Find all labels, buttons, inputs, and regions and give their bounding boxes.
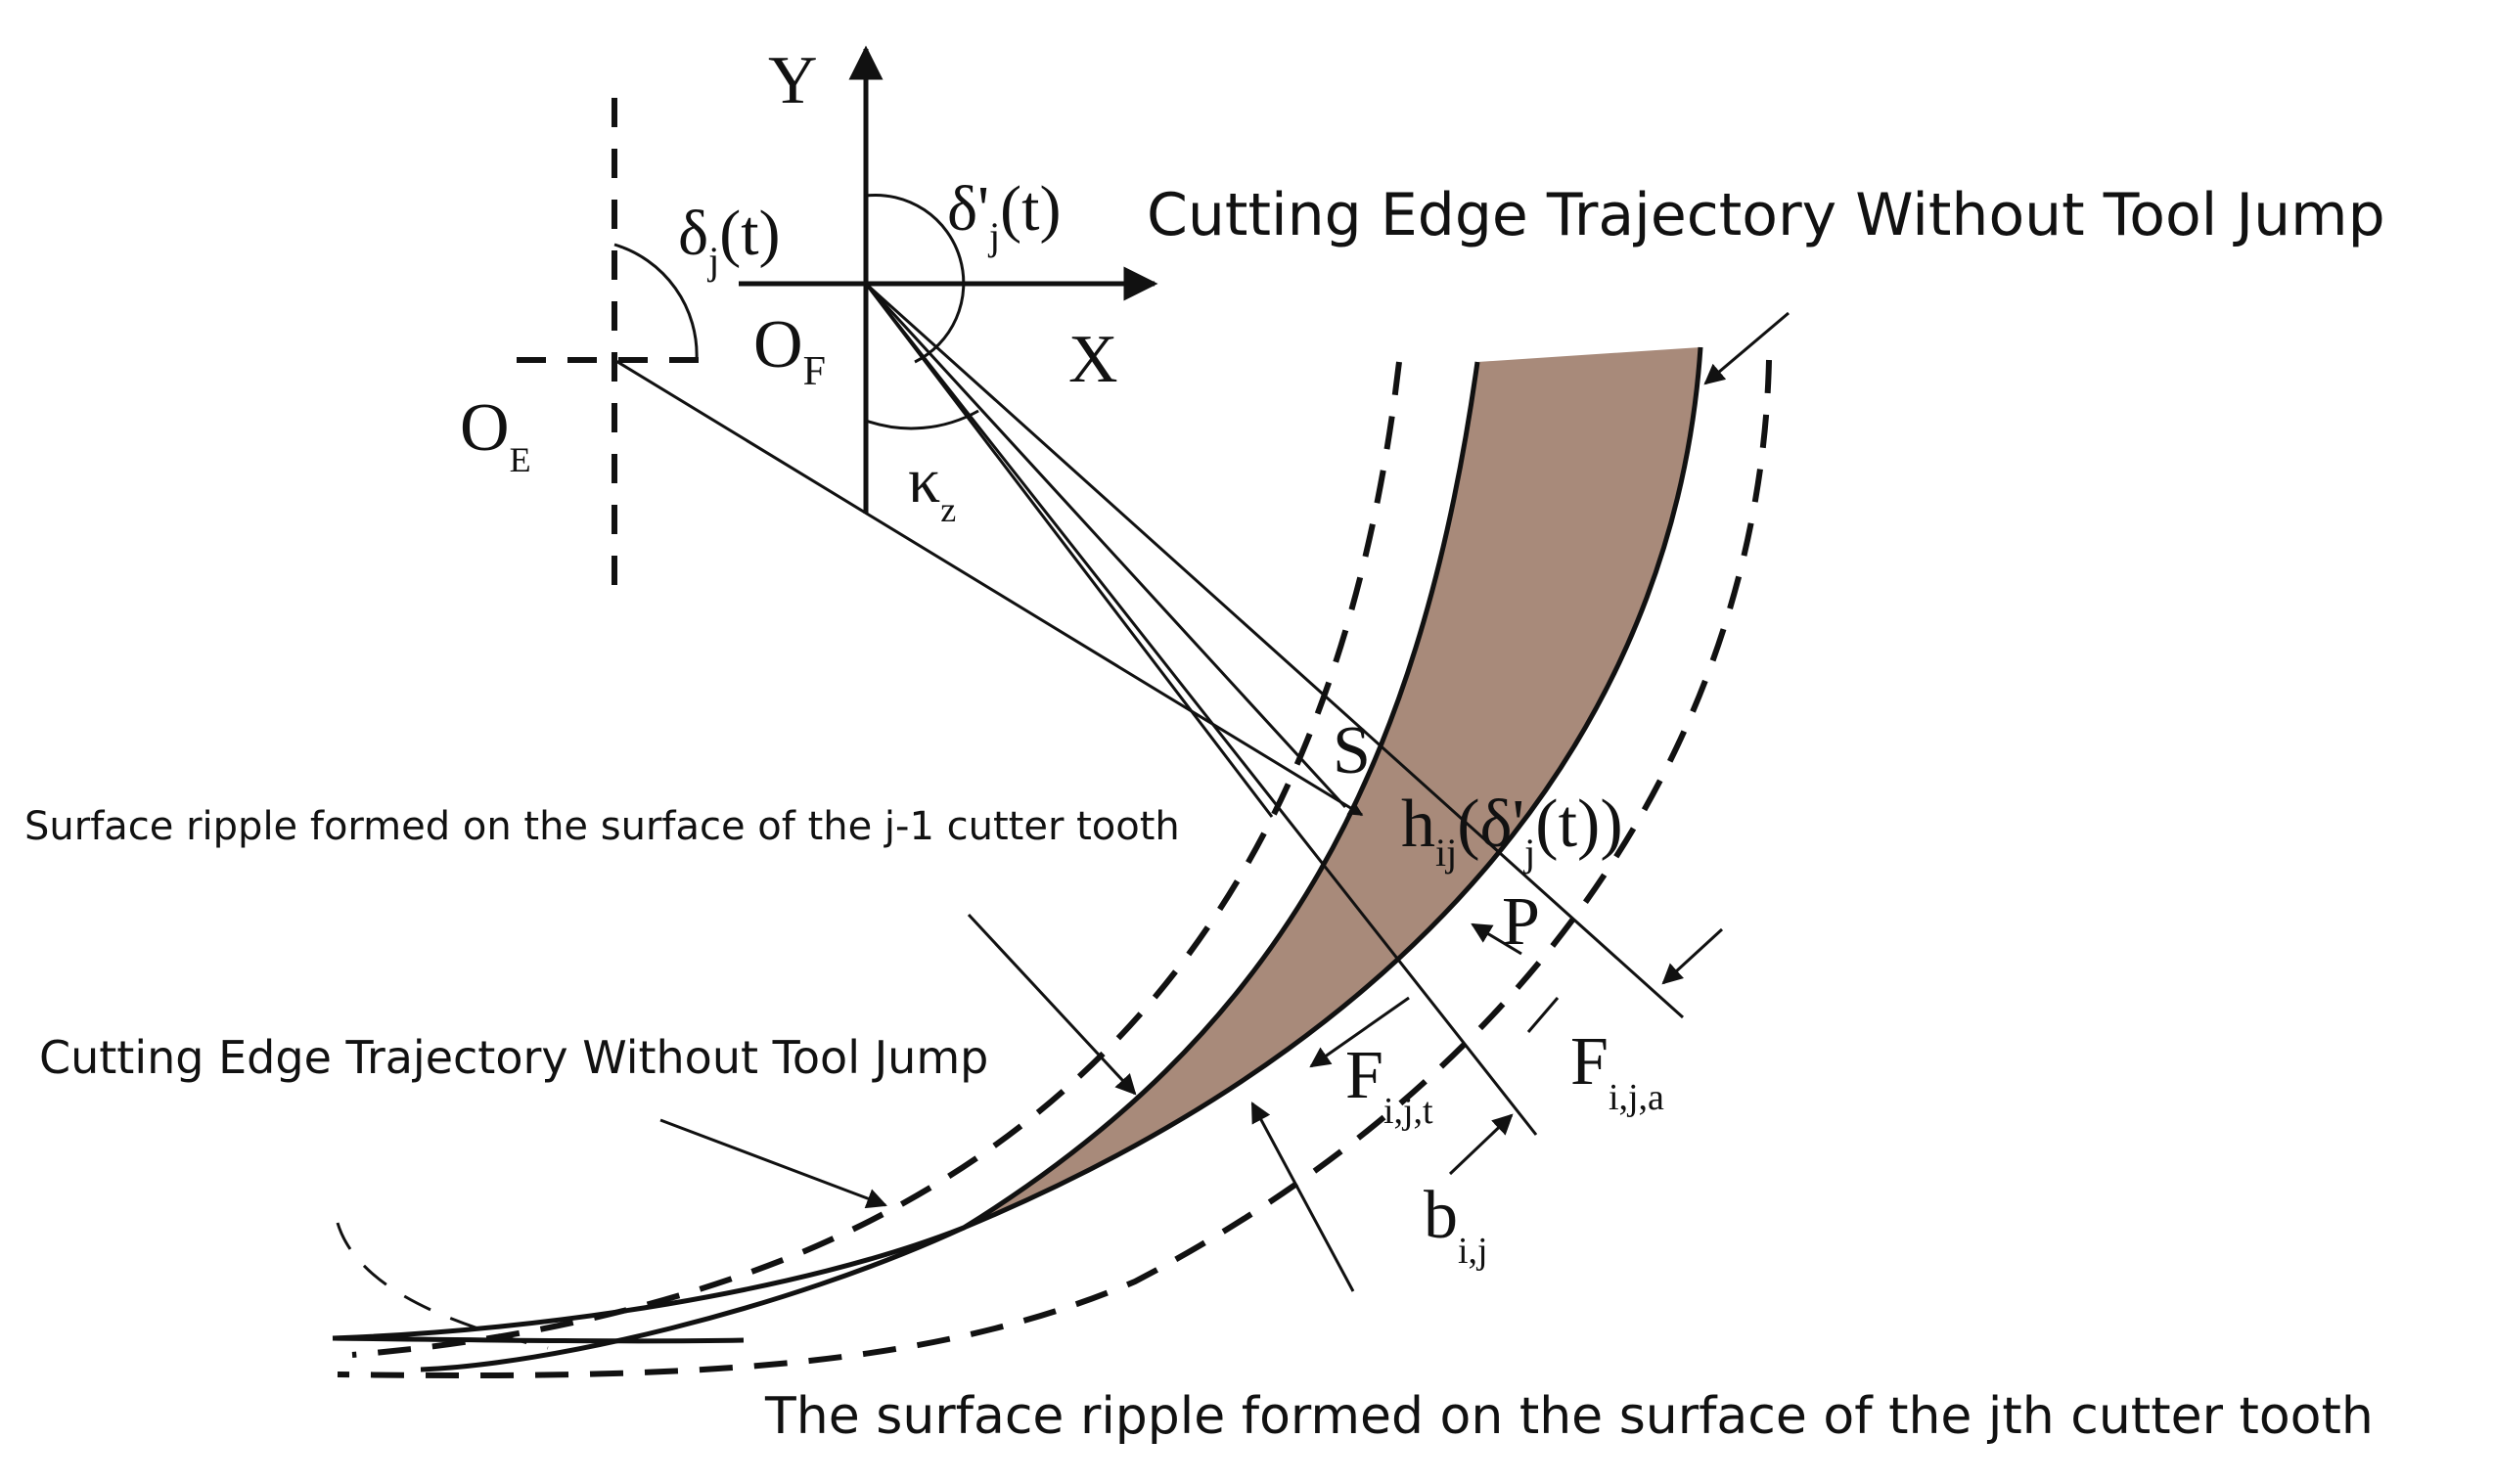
- point-s-label: S: [1333, 713, 1371, 788]
- caption-bottom: The surface ripple formed on the surface…: [764, 1387, 2374, 1446]
- delta-j-arc: [613, 243, 699, 361]
- chip-thickness-label: hij(δ'j(t)): [1401, 787, 1623, 875]
- fa-tick: [1526, 997, 1560, 1033]
- delta-j-label: δj(t): [678, 198, 781, 283]
- p-force-arrow: [1471, 922, 1522, 956]
- of-radial-line-3: [864, 283, 1538, 1136]
- point-p-label: P: [1502, 884, 1540, 960]
- h-dim-arrow: [1661, 927, 1724, 985]
- delta-prime-label: δ'j(t): [947, 173, 1061, 258]
- kappa-arc: [865, 409, 979, 430]
- inner-dashed-trajectory: [351, 361, 1402, 1358]
- b-arrow-right: [1448, 1113, 1514, 1176]
- ft-force-arrow: [1309, 996, 1410, 1068]
- left-trajectory-arrow: [659, 1118, 887, 1209]
- lower-dashed-arc: [336, 1222, 549, 1350]
- of-radial-line-2: [864, 282, 1347, 809]
- left-ripple-arrow: [967, 913, 1137, 1096]
- x-axis-label: X: [1068, 322, 1118, 397]
- kappa-label: κz: [908, 445, 956, 529]
- chip-region: [964, 347, 1700, 1228]
- of-radial-line-1: [864, 282, 1685, 1019]
- caption-left-trajectory: Cutting Edge Trajectory Without Tool Jum…: [39, 1031, 988, 1084]
- top-right-arrow: [1703, 311, 1790, 385]
- origin-e-label: OE: [460, 390, 531, 479]
- of-radial-line-4: [864, 283, 1274, 818]
- delta-prime-arc: [865, 193, 966, 364]
- y-axis-label: Y: [768, 43, 818, 118]
- outer-dashed-trajectory: [337, 359, 1772, 1379]
- caption-left-ripple: Surface ripple formed on the surface of …: [24, 804, 1180, 849]
- caption-top-right: Cutting Edge Trajectory Without Tool Jum…: [1147, 181, 2385, 249]
- b-arrow-left: [1250, 1102, 1355, 1292]
- inner-tooth-trajectory: [332, 361, 1480, 1341]
- bottom-base-line: [332, 1335, 745, 1344]
- axial-force-label: Fi,j,a: [1570, 1024, 1664, 1118]
- tangential-force-label: Fi,j,t: [1345, 1038, 1433, 1132]
- width-label: bi,j: [1424, 1178, 1488, 1272]
- origin-f-label: OF: [753, 307, 826, 394]
- oe-radial-line: [613, 358, 1364, 817]
